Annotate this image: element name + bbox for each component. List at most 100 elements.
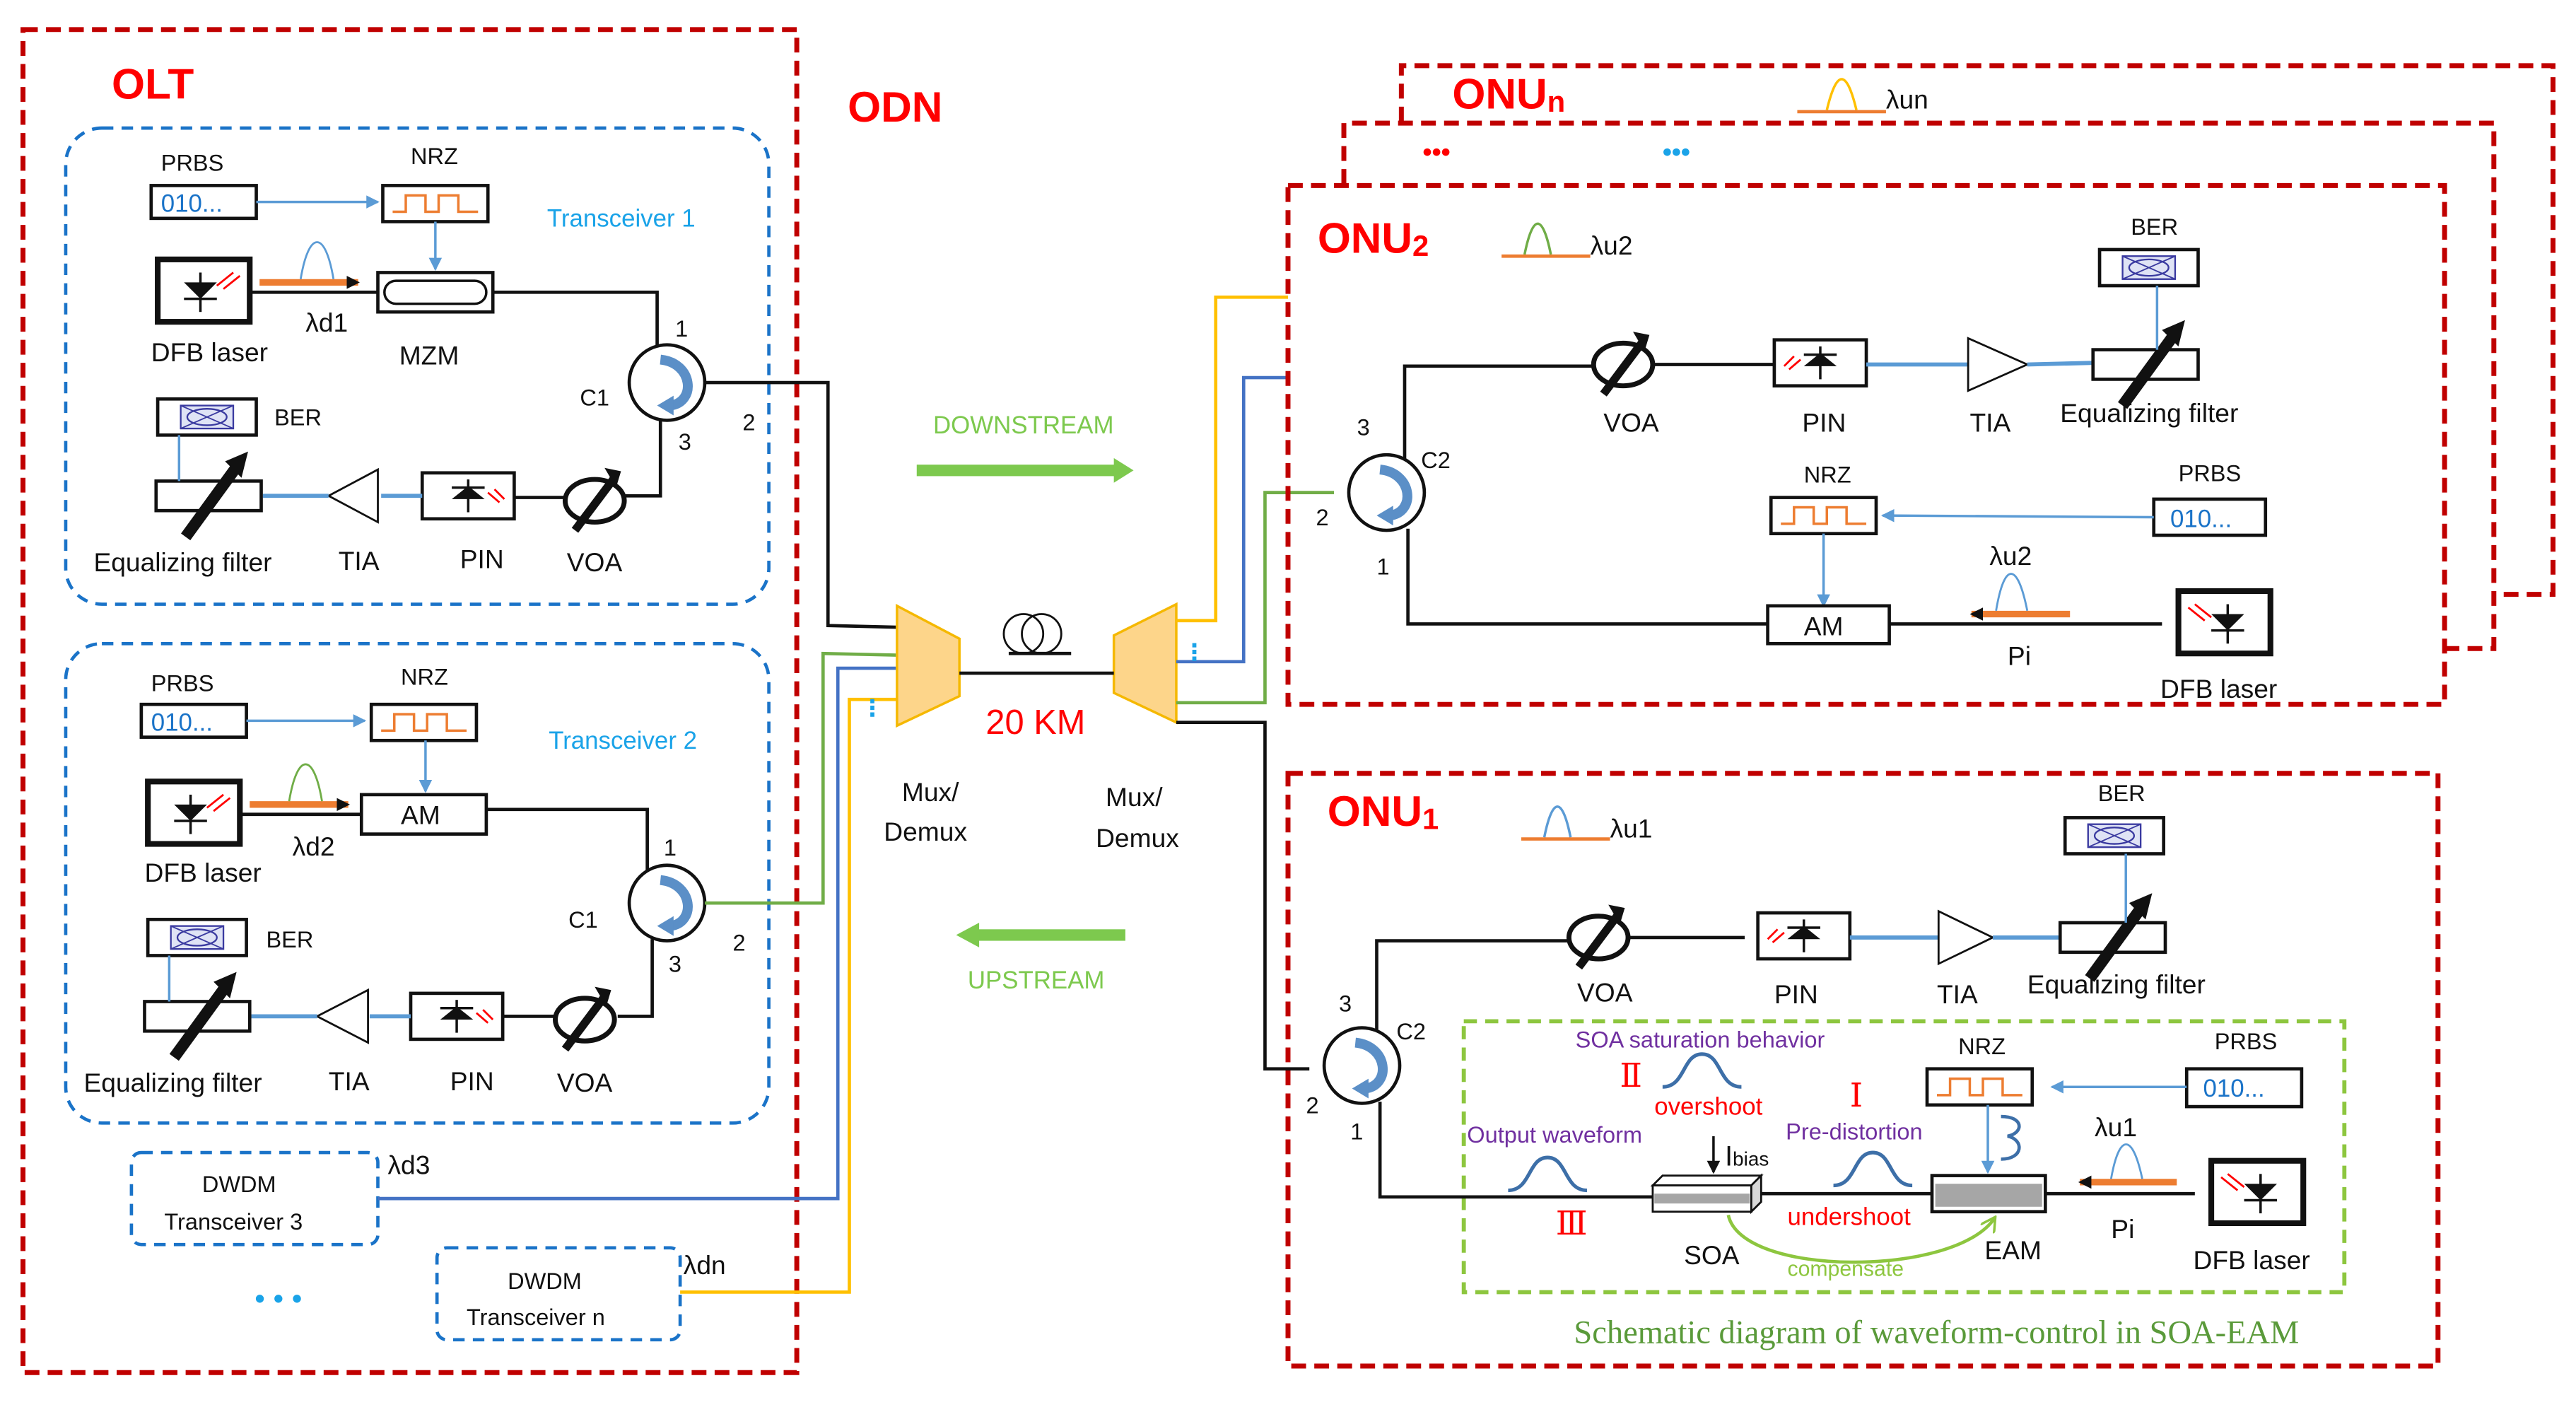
t2-circ-voa-fiber	[617, 939, 654, 1018]
onu-middle-boundary	[1341, 120, 2497, 651]
onu2-port2: 2	[1316, 505, 1329, 530]
fiber-spool-icon	[1002, 613, 1072, 655]
onu2-filter-label: Equalizing filter	[2060, 398, 2238, 428]
fiber-t2-to-mux	[704, 651, 897, 905]
onu-red-dots: •••	[1423, 137, 1451, 167]
mux-left-label-1: Mux/	[902, 777, 959, 807]
onu1-boundary	[1285, 771, 2441, 1369]
onu1-ber-label: BER	[2098, 781, 2145, 806]
onu2-circ-voa-fiber	[1403, 364, 1594, 460]
onun-title: ONUn	[1452, 69, 1565, 118]
onu1-port3: 3	[1339, 991, 1352, 1016]
onu1-dfb-laser-icon	[2211, 1161, 2303, 1223]
onu1-prbs-label: PRBS	[2215, 1029, 2278, 1054]
mux-right-label-1: Mux/	[1106, 782, 1163, 812]
t1-voa-label: VOA	[567, 547, 623, 577]
onu2-spectrum-icon	[1501, 222, 1591, 258]
onu1-wavelength: λu1	[1610, 813, 1653, 843]
undershoot-label: undershoot	[1787, 1203, 1911, 1230]
onu2-nrz-label: NRZ	[1804, 462, 1851, 488]
overshoot-waveform-icon	[1663, 1054, 1742, 1087]
t2-circulator-icon	[629, 865, 705, 941]
fiber-mux-to-onu2	[1176, 491, 1335, 705]
bias-label: Ibias	[1725, 1141, 1769, 1172]
onu1-port1: 1	[1350, 1119, 1363, 1145]
olt-title: OLT	[112, 59, 194, 107]
onu2-signal-wavelength: λu2	[1989, 541, 2032, 571]
onu1-equalizing-filter-icon	[2060, 893, 2165, 979]
onu1-pin-icon	[1758, 913, 1850, 959]
fiber-length: 20 KM	[985, 704, 1085, 742]
downstream-label: DOWNSTREAM	[933, 412, 1114, 439]
onu2-tia-eqf-link	[2027, 361, 2093, 367]
upstream-label: UPSTREAM	[968, 967, 1105, 994]
t1-port2: 2	[742, 409, 755, 435]
onu1-tia-icon	[1937, 909, 1996, 966]
onu2-voa-icon	[1593, 332, 1653, 394]
output-waveform-icon	[1508, 1157, 1587, 1190]
odn-title: ODN	[848, 83, 942, 131]
onu2-ber-label: BER	[2131, 214, 2178, 240]
onu1-pin-label: PIN	[1774, 979, 1818, 1009]
overshoot-label: overshoot	[1654, 1093, 1762, 1121]
onu1-voa-label: VOA	[1577, 977, 1633, 1007]
t1-tia-label: TIA	[339, 546, 380, 576]
t2-prbs-box: 010...	[139, 702, 248, 739]
nrz-predistortion-brace-icon	[2001, 1114, 2021, 1161]
t1-voa-icon	[565, 468, 624, 530]
fiber-t1-to-mux	[704, 380, 897, 629]
onu1-ber-icon	[2065, 817, 2163, 853]
t1-nrz-icon	[382, 185, 488, 221]
onu2-title: ONU2	[1318, 214, 1429, 263]
onu2-circulator-icon	[1349, 455, 1424, 530]
stage1-label: Ⅰ	[1850, 1078, 1863, 1114]
soa-label: SOA	[1684, 1240, 1740, 1270]
onu2-nrz-icon	[1771, 498, 1876, 534]
t2-am-label: AM	[401, 800, 440, 830]
svg-text:010...: 010...	[2170, 505, 2232, 532]
soa-icon	[1650, 1173, 1764, 1215]
transceiver2-title: Transceiver 2	[549, 727, 697, 754]
stage3-label: Ⅲ	[1556, 1206, 1588, 1242]
t2-circ-label: C1	[568, 907, 598, 933]
onu1-voa-icon	[1569, 904, 1628, 967]
predistortion-label: Pre-distortion	[1786, 1119, 1922, 1145]
onu2-port3: 3	[1357, 414, 1370, 440]
t2-am-circ-fiber	[486, 807, 649, 875]
onu1-filter-label: Equalizing filter	[2027, 969, 2206, 999]
t1-port1: 1	[675, 316, 688, 342]
t2-wavelength: λd2	[293, 832, 335, 861]
svg-text:010...: 010...	[161, 190, 223, 218]
t2-prbs-label: PRBS	[151, 671, 214, 696]
onun-spectrum-icon	[1797, 78, 1886, 114]
t2-spectrum-icon	[288, 763, 323, 802]
t1-circ-voa-fiber	[624, 419, 662, 498]
t1-prbs-box: 010...	[149, 184, 258, 221]
onu2-ber-icon	[2100, 250, 2198, 286]
t1-port3: 3	[679, 429, 691, 455]
fiber-mux-to-onu1	[1176, 720, 1310, 1071]
dwdm3-line2: Transceiver 3	[164, 1209, 303, 1235]
t1-nrz-label: NRZ	[411, 144, 458, 169]
t2-am-box	[359, 793, 488, 836]
t2-dfb-laser-icon	[148, 781, 240, 844]
onu1-nrz-icon	[1927, 1069, 2032, 1105]
t1-ber-icon	[158, 399, 256, 435]
onun-boundary	[1398, 63, 2555, 597]
dwdm3-line1: DWDM	[202, 1172, 276, 1197]
t1-tia-icon	[326, 467, 379, 524]
eam-label: EAM	[1984, 1235, 2042, 1265]
downstream-arrow-icon	[916, 457, 1134, 483]
onu2-prbs-nrz-link	[1880, 508, 2154, 523]
onu1-signal-spectrum-icon	[2109, 1143, 2143, 1179]
onu1-laser-label: DFB laser	[2194, 1245, 2310, 1275]
compensate-arrow-icon	[1726, 1214, 1994, 1264]
t2-ber-icon	[148, 919, 246, 955]
onu1-circ-soa-fiber	[1378, 1102, 1653, 1199]
onu1-circ-label: C2	[1396, 1019, 1426, 1044]
t1-mzm-label: MZM	[399, 341, 459, 370]
onu1-spectrum-icon	[1521, 805, 1610, 841]
svg-text:010...: 010...	[2203, 1075, 2264, 1102]
t1-circ-label: C1	[580, 385, 609, 411]
